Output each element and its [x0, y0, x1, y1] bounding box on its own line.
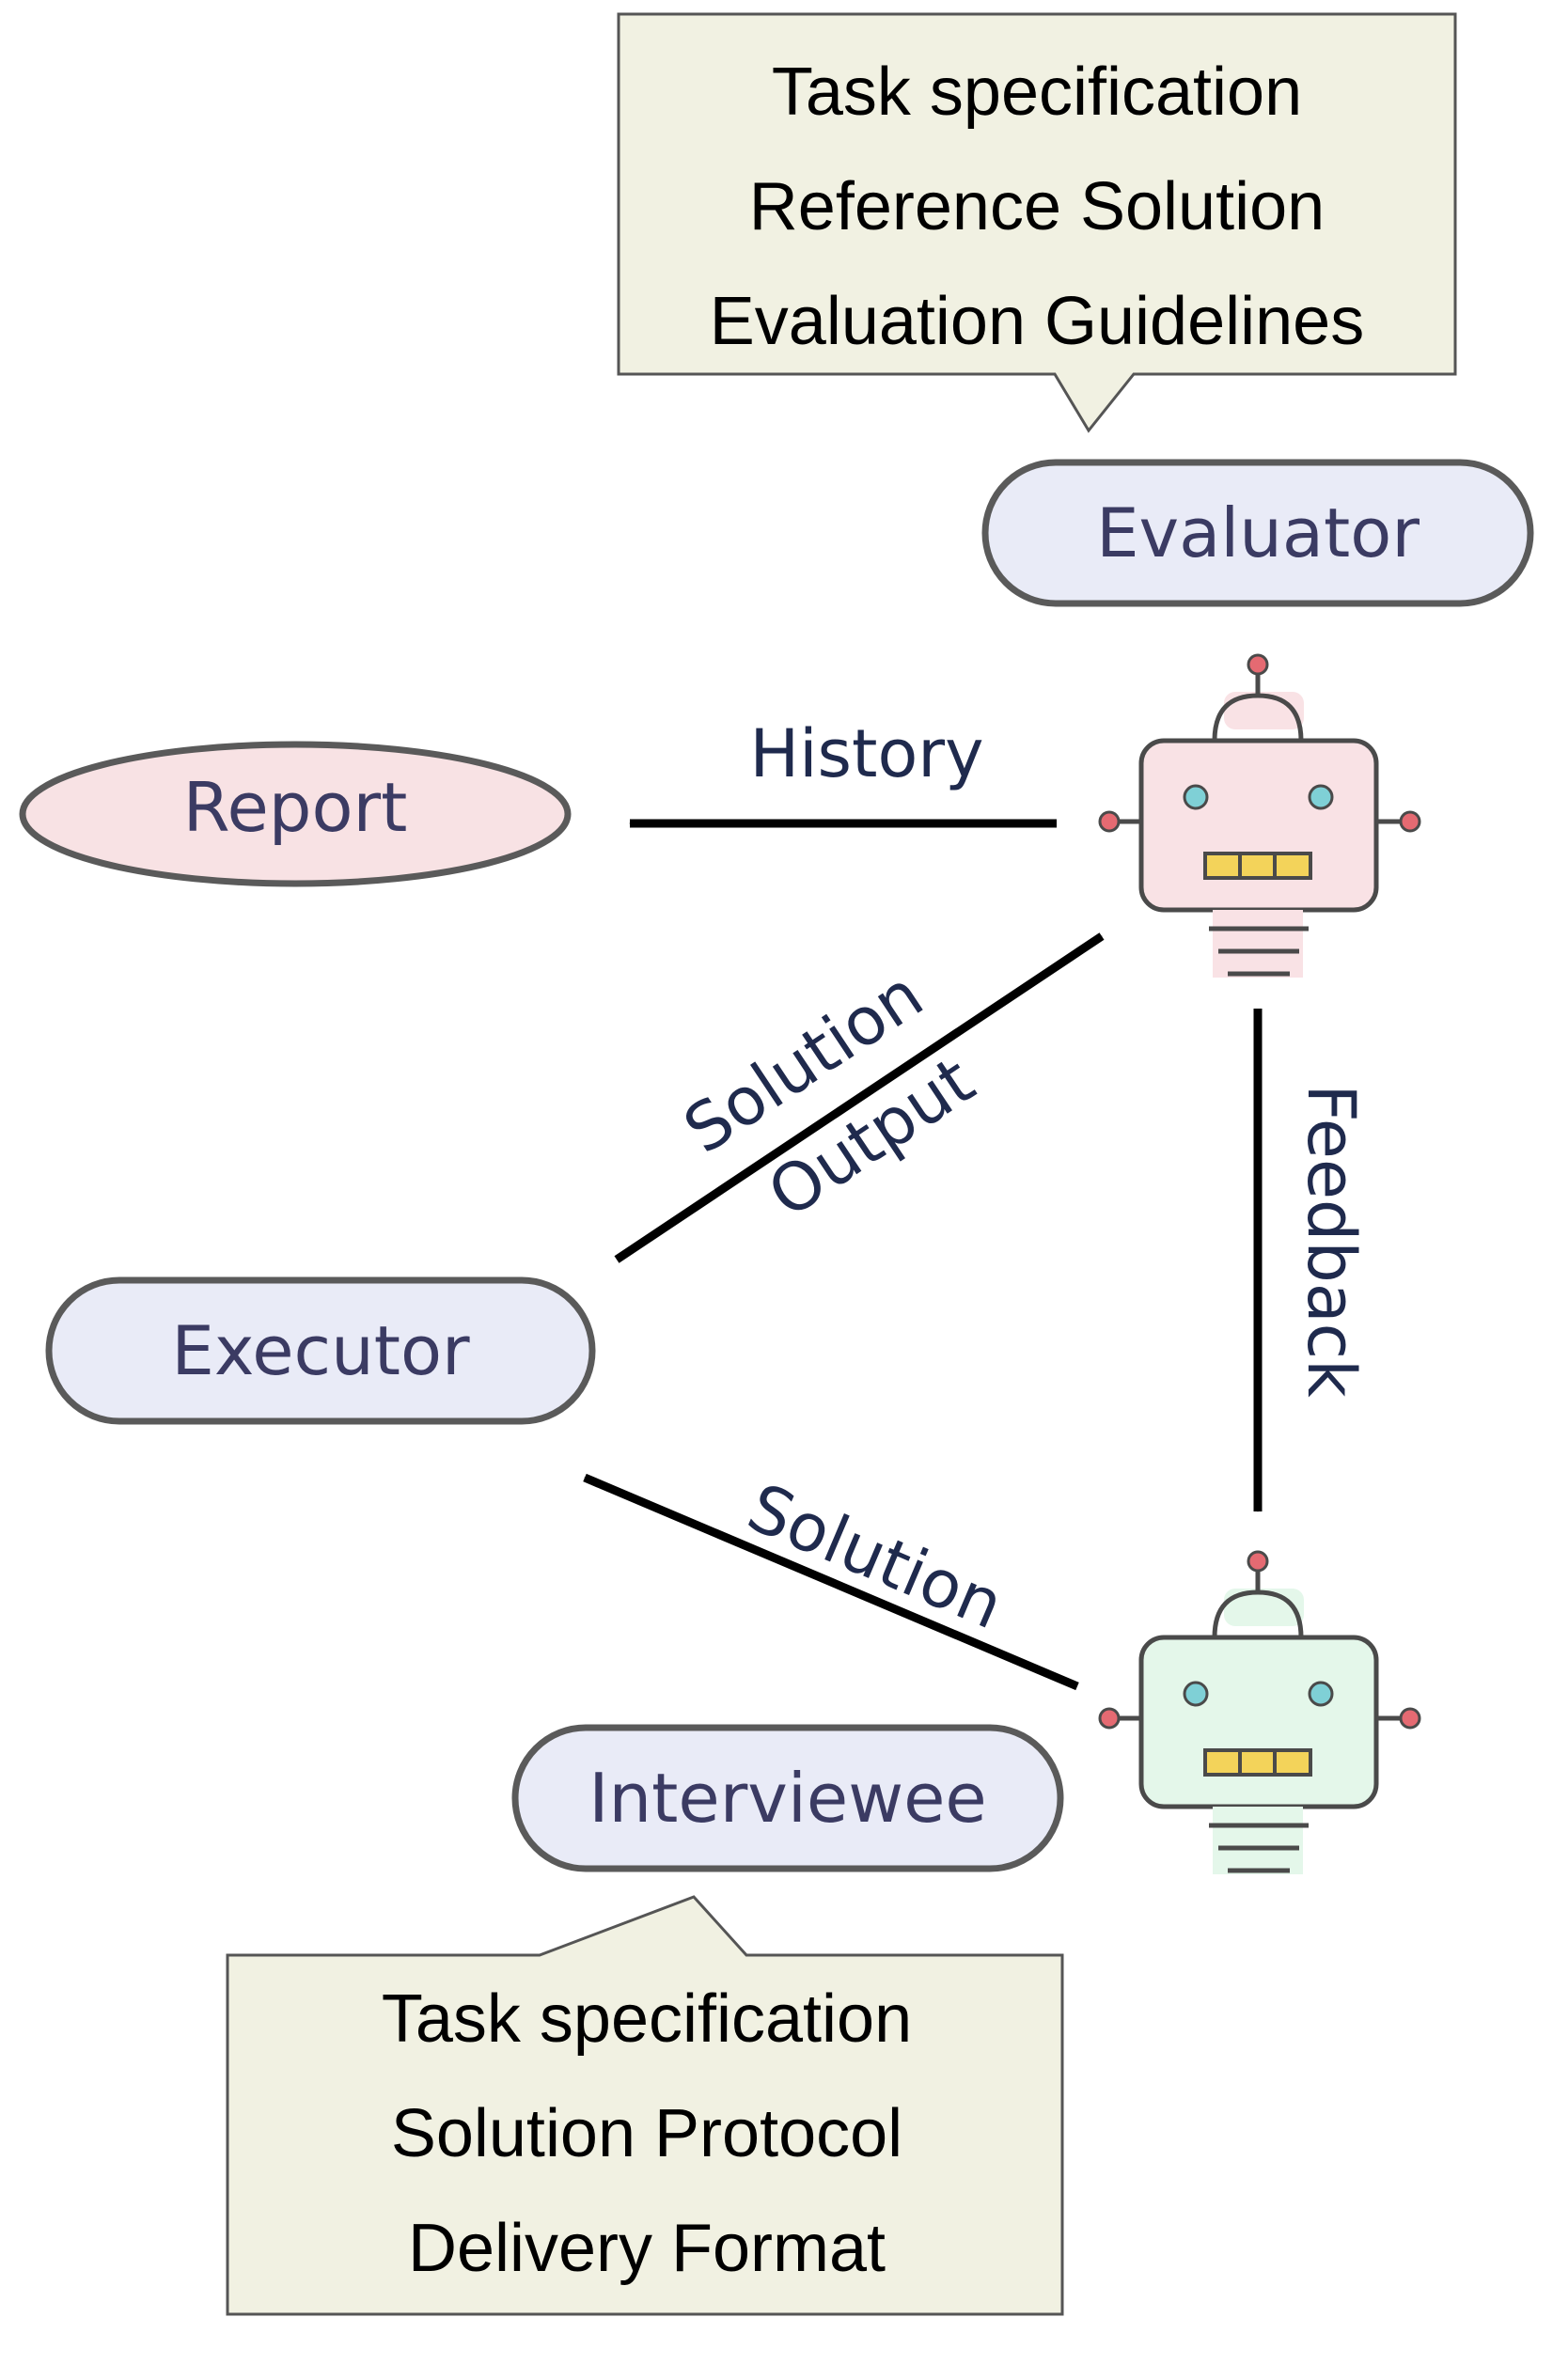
report-label: Report [183, 768, 408, 847]
interviewee-robot-icon [1098, 1550, 1421, 1874]
report-node: Report [19, 741, 572, 887]
executor-node: Executor [45, 1276, 596, 1425]
executor-label: Executor [171, 1311, 470, 1390]
evaluator-context-line-2: Reference Solution [749, 169, 1325, 244]
interviewee-context-line-2: Solution Protocol [391, 2096, 902, 2171]
solution-edge: Solution [583, 1468, 1079, 1691]
evaluator-context-callout: Task specification Reference Solution Ev… [617, 12, 1457, 433]
history-edge: History [629, 715, 1057, 828]
evaluator-robot-icon [1098, 653, 1421, 978]
interviewee-node: Interviewee [511, 1724, 1064, 1872]
feedback-edge: Feedback [1253, 1009, 1370, 1512]
feedback-label: Feedback [1293, 1084, 1370, 1398]
solution-label: Solution [737, 1468, 1014, 1644]
interviewee-context-line-3: Delivery Format [408, 2211, 886, 2286]
evaluator-context-line-3: Evaluation Guidelines [710, 284, 1364, 359]
history-label: History [749, 715, 983, 792]
interviewee-context-callout: Task specification Solution Protocol Del… [226, 1895, 1064, 2316]
interviewee-context-line-1: Task specification [382, 1981, 912, 2057]
evaluator-node: Evaluator [981, 459, 1534, 607]
interviewee-label: Interviewee [588, 1759, 986, 1838]
evaluator-label: Evaluator [1096, 493, 1420, 572]
solution-output-edge: Solution Output [614, 932, 1105, 1263]
evaluator-context-line-1: Task specification [772, 55, 1302, 130]
